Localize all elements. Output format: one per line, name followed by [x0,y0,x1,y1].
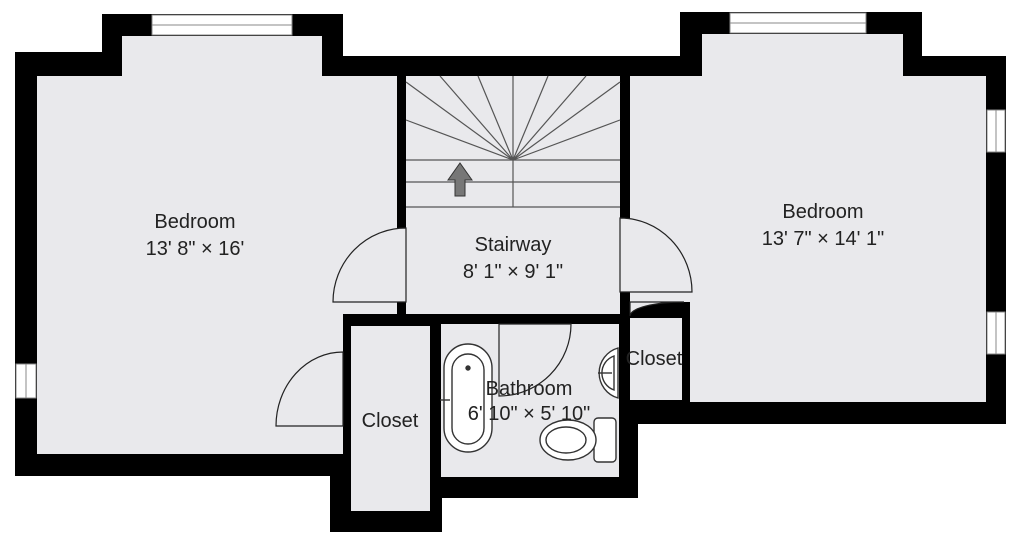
closet-right-name: Closet [626,348,683,370]
closet-left-name: Closet [362,410,419,432]
floors [37,34,986,511]
bedroom-left-name: Bedroom [154,211,235,233]
stairway-size: 8' 1" × 9' 1" [463,261,563,283]
staircase [405,75,621,208]
bedroom-left-size: 13' 8" × 16' [146,238,245,260]
door-closet-left [275,351,344,427]
bathroom-size: 6' 10" × 5' 10" [468,403,590,425]
closet-right-floor [630,318,682,400]
door-bathroom [498,323,572,397]
bathtub-icon [440,343,493,453]
toilet-icon [539,417,617,463]
closet-left-floor [351,326,430,511]
door-swings [275,217,693,427]
bedroom-right-name: Bedroom [782,201,863,223]
bedroom-left-floor [37,36,397,454]
door-closet-right [629,301,685,317]
bedroom-right-floor [630,34,986,402]
door-stair-left [332,227,407,303]
room-labels: Bedroom 13' 8" × 16' Stairway 8' 1" × 9'… [146,201,885,432]
bathroom-name: Bathroom [486,378,573,400]
bedroom-right-size: 13' 7" × 14' 1" [762,228,884,250]
door-stair-right [619,217,693,293]
up-arrow-icon [447,162,473,197]
stairway-name: Stairway [475,234,552,256]
windows [15,12,1006,399]
sink-icon [598,347,619,399]
